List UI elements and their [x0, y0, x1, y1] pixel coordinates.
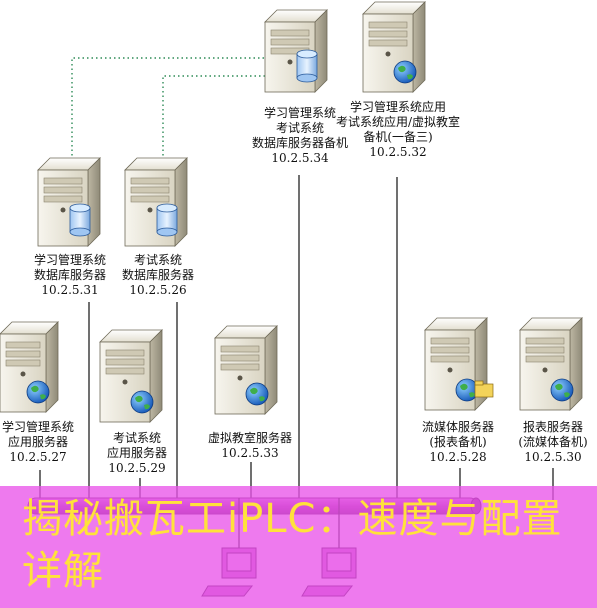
server-label-line: 应用服务器	[106, 446, 167, 460]
server-label-line: 10.2.5.32	[369, 145, 427, 159]
server-label-line: 数据库服务器	[121, 268, 194, 282]
server-label-line: 备机(一备三)	[363, 130, 433, 144]
overlay-title: 揭秘搬瓦工iPLC：速度与配置详解	[22, 496, 563, 594]
server-label-line: 学习管理系统	[1, 420, 74, 434]
server-label-report: 报表服务器(流媒体备机)10.2.5.30	[463, 420, 597, 465]
server-label-line: 10.2.5.30	[524, 450, 582, 464]
globe-icon	[393, 60, 417, 84]
server-label-line: 考试系统	[275, 121, 324, 135]
server-label-line: 10.2.5.31	[41, 283, 99, 297]
server-media	[424, 317, 494, 411]
globe-icon	[26, 380, 50, 404]
server-label-exam-app-backup: 学习管理系统应用考试系统应用/虚拟教室备机(一备三)10.2.5.32	[308, 100, 488, 160]
server-label-line: 数据库服务器	[33, 268, 106, 282]
server-learn-db	[37, 157, 101, 247]
server-label-line: 10.2.5.29	[108, 461, 166, 475]
database-icon	[156, 203, 178, 237]
server-label-line: 报表服务器	[522, 420, 583, 434]
server-label-line: 学习管理系统	[263, 106, 336, 120]
server-virtual-class	[214, 325, 278, 415]
globe-icon	[130, 390, 154, 414]
server-label-line: 10.2.5.27	[9, 450, 67, 464]
globe-icon	[455, 378, 479, 402]
server-label-line: (流媒体备机)	[518, 435, 588, 449]
server-exam-app-backup	[362, 1, 426, 93]
server-exam-db	[124, 157, 188, 247]
title-overlay-band	[0, 486, 597, 608]
server-label-line: 流媒体服务器	[421, 420, 494, 434]
server-learn-app	[0, 321, 59, 413]
globe-icon	[550, 378, 574, 402]
server-learn-db-backup	[264, 9, 328, 93]
server-label-line: 考试系统应用/虚拟教室	[335, 115, 461, 129]
server-label-line: 10.2.5.28	[429, 450, 487, 464]
server-label-line: 考试系统	[112, 431, 161, 445]
server-label-line: 考试系统	[133, 253, 182, 267]
connector-lines	[39, 175, 554, 500]
server-label-line: 应用服务器	[7, 435, 68, 449]
folder-icon	[474, 380, 494, 398]
server-label-line: 学习管理系统	[33, 253, 106, 267]
server-label-line: 10.2.5.26	[129, 283, 187, 297]
server-label-line: 10.2.5.34	[271, 151, 329, 165]
server-exam-app	[99, 329, 163, 423]
database-icon	[69, 203, 91, 237]
database-icon	[296, 49, 318, 83]
server-label-line: 数据库服务器备机	[251, 136, 348, 150]
dotted-links	[71, 57, 265, 160]
globe-icon	[245, 382, 269, 406]
server-label-line: 学习管理系统应用	[349, 100, 446, 114]
server-report	[519, 317, 583, 411]
server-label-line: (报表备机)	[429, 435, 487, 449]
server-label-line: 10.2.5.33	[221, 446, 279, 460]
server-label-line: 虚拟教室服务器	[207, 431, 292, 445]
server-label-media: 流媒体服务器(报表备机)10.2.5.28	[368, 420, 548, 465]
